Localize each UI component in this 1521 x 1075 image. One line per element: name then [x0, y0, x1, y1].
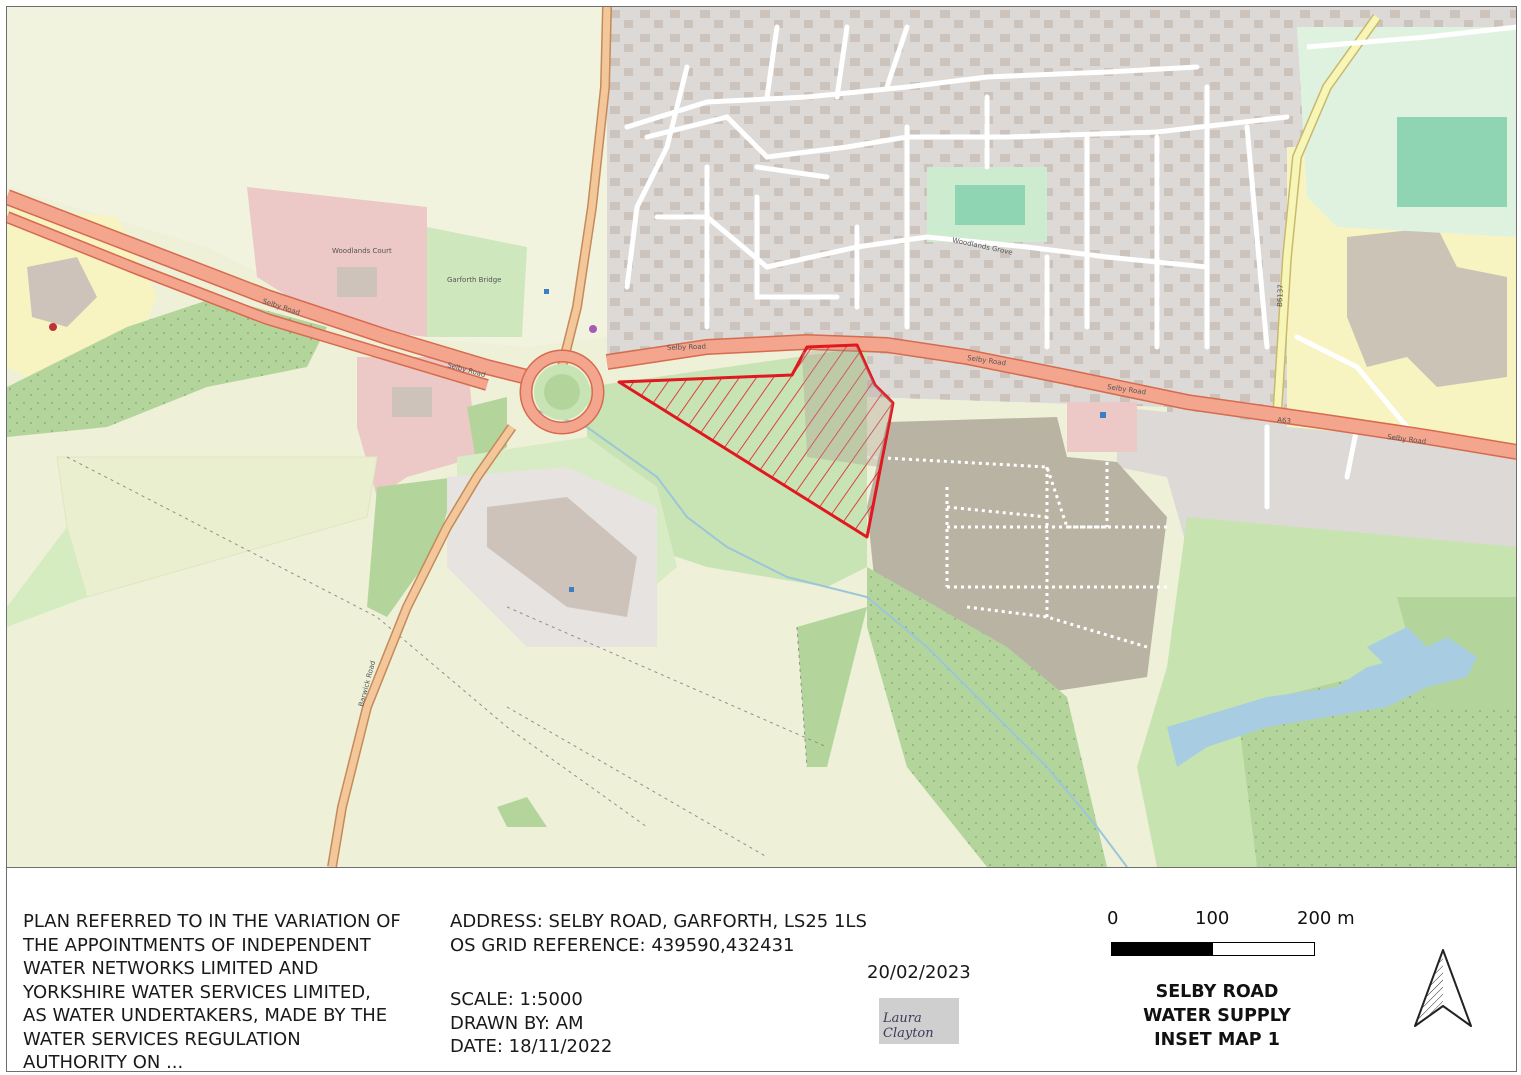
plan-line: WATER SERVICES REGULATION — [23, 1028, 301, 1050]
label-woodlands-court: Woodlands Court — [332, 247, 392, 255]
label-b6137: B6137 — [1276, 284, 1285, 307]
plan-line: THE APPOINTMENTS OF INDEPENDENT — [23, 934, 371, 956]
site-boundary — [617, 343, 895, 539]
drawing-date: DATE: 18/11/2022 — [450, 1036, 613, 1057]
plan-reference-text: PLAN REFERRED TO IN THE VARIATION OF THE… — [23, 910, 401, 1072]
title-line: SELBY ROAD — [1155, 982, 1279, 1002]
scalebar-label-0: 0 — [1107, 908, 1119, 929]
scalebar — [1111, 942, 1315, 956]
signature-text: Laura Clayton — [883, 1011, 934, 1041]
title-line: WATER SUPPLY — [1143, 1006, 1291, 1026]
map-canvas[interactable]: Selby Road Selby Road Selby Road Selby R… — [7, 7, 1516, 867]
signature: Laura Clayton — [879, 998, 959, 1044]
legend-panel: PLAN REFERRED TO IN THE VARIATION OF THE… — [7, 867, 1516, 1072]
poi-markers — [49, 289, 1106, 592]
address-block: ADDRESS: SELBY ROAD, GARFORTH, LS25 1LS … — [450, 910, 867, 957]
label-a63: A63 — [1277, 416, 1291, 425]
drawn-by: DRAWN BY: AM — [450, 1012, 584, 1034]
basemap: Selby Road Selby Road Selby Road Selby R… — [7, 7, 1516, 867]
drawing-info: SCALE: 1:5000 DRAWN BY: AM DATE: 18/11/2… — [450, 988, 612, 1059]
signed-date: 20/02/2023 — [867, 962, 971, 983]
label-garforth-bridge: Garforth Bridge — [447, 276, 501, 284]
pitch — [955, 185, 1025, 225]
map-sheet: Selby Road Selby Road Selby Road Selby R… — [6, 6, 1517, 1072]
plan-line: WATER NETWORKS LIMITED AND — [23, 958, 319, 979]
plan-line: AS WATER UNDERTAKERS, MADE BY THE — [23, 1005, 388, 1026]
plan-line: AUTHORITY ON ... — [23, 1052, 184, 1072]
label-selby-road-3: Selby Road — [667, 343, 706, 352]
plan-line: PLAN REFERRED TO IN THE VARIATION OF — [23, 911, 401, 932]
north-arrow-icon — [1411, 948, 1475, 1036]
address: ADDRESS: SELBY ROAD, GARFORTH, LS25 1LS — [450, 911, 867, 932]
title-line: INSET MAP 1 — [1154, 1030, 1280, 1050]
scalebar-label-200: 200 m — [1297, 908, 1355, 929]
lake — [1167, 637, 1477, 767]
pitch — [1397, 117, 1507, 207]
plan-line: YORKSHIRE WATER SERVICES LIMITED, — [23, 981, 371, 1003]
scale-text: SCALE: 1:5000 — [450, 989, 583, 1010]
map-title: SELBY ROAD WATER SUPPLY INSET MAP 1 — [1127, 980, 1307, 1052]
grid-reference: OS GRID REFERENCE: 439590,432431 — [450, 934, 795, 956]
scalebar-label-100: 100 — [1195, 908, 1230, 929]
